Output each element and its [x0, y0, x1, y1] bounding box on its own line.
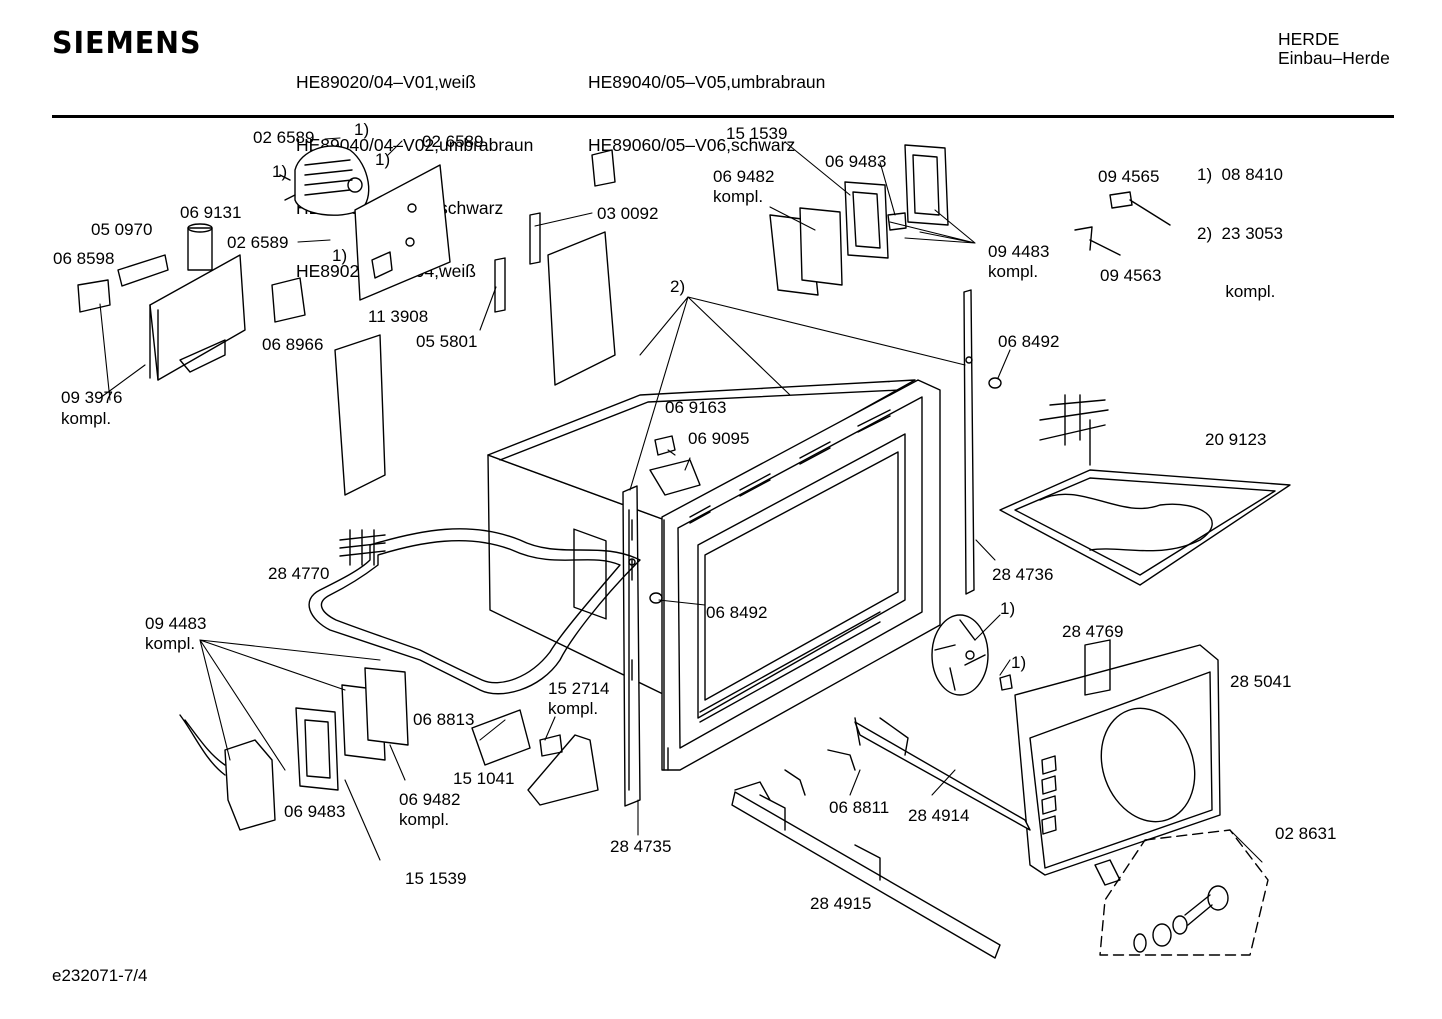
model-line: HE89040/05–V05,umbrabraun [588, 72, 826, 92]
model-line: HE89040/04–V02,umbrabraun [296, 135, 534, 155]
rear-plate [354, 164, 451, 301]
footnote-1: 1) 08 8410 [1197, 165, 1284, 184]
door-window-parts-top [769, 144, 949, 296]
part-label: 06 9131 [180, 203, 242, 222]
subcategory: Einbau–Herde [1278, 48, 1390, 68]
part-label: 05 0970 [91, 220, 153, 239]
part-label: 15 2714 [548, 679, 610, 698]
fan-wheel [931, 614, 1013, 696]
part-label-suffix: kompl. [548, 699, 599, 718]
part-label: 06 8966 [262, 335, 324, 354]
part-label: 05 5801 [416, 332, 478, 351]
top-grill [999, 394, 1291, 586]
part-label-suffix: kompl. [145, 634, 196, 653]
part-label: 06 9163 [665, 398, 727, 417]
leader-lines [99, 137, 1263, 863]
part-label: 02 6589 [253, 128, 315, 147]
part-label: 06 9095 [688, 429, 750, 448]
switch-parts [471, 709, 599, 806]
part-label: 15 1539 [405, 869, 467, 888]
control-bracket [149, 254, 246, 381]
part-label: 06 8811 [829, 798, 890, 817]
part-label: 28 4769 [1062, 622, 1124, 641]
part-label: 06 9482 [713, 167, 775, 186]
part-label: 09 4565 [1098, 167, 1160, 186]
document-id: e232071-7/4 [52, 966, 148, 985]
part-label: 06 9483 [284, 802, 346, 821]
small-components [77, 149, 616, 496]
footnote-ref: 1) [375, 150, 391, 169]
part-label: 09 4483 [988, 242, 1050, 261]
fan-motor [279, 145, 370, 216]
footnote-2: 2) 23 3053 [1197, 223, 1284, 243]
oven-front-frame [661, 379, 941, 771]
part-label: 11 3908 [368, 307, 429, 326]
part-label: 09 4563 [1100, 266, 1162, 285]
part-label: 02 6589 [422, 132, 484, 151]
part-label-suffix: kompl. [713, 187, 764, 206]
part-label: 28 5041 [1230, 672, 1292, 691]
part-label: 28 4735 [610, 837, 672, 856]
rear-fan-cover [1014, 639, 1221, 876]
side-strip-right [963, 289, 975, 595]
header-rule [52, 115, 1394, 118]
part-label: 28 4915 [810, 894, 872, 913]
model-line: HE89060/05–V06,schwarz [588, 135, 796, 155]
footnote-ref: 2) [670, 277, 686, 296]
part-label-suffix: kompl. [399, 810, 450, 829]
part-label-suffix: kompl. [988, 262, 1039, 281]
part-label: 06 8813 [413, 710, 475, 729]
part-label: 06 8492 [706, 603, 768, 622]
part-label: 15 1041 [453, 769, 515, 788]
part-label: 06 8492 [998, 332, 1060, 351]
part-label: 28 4736 [992, 565, 1054, 584]
category: HERDE [1278, 29, 1340, 49]
oven-muffle [487, 379, 916, 696]
footnote-ref: 1) [1000, 599, 1016, 618]
part-label: 03 0092 [597, 204, 659, 223]
footnote-ref: 1) [272, 162, 288, 181]
part-label: 06 9483 [825, 152, 887, 171]
side-strip-left [622, 485, 641, 807]
footnote-3: kompl. [1197, 282, 1276, 301]
footnote-ref: 1) [332, 246, 348, 265]
shelf-rails [731, 717, 1031, 959]
part-label: 28 4914 [908, 806, 970, 825]
bottom-heater [308, 528, 641, 695]
part-label: 02 8631 [1275, 824, 1337, 843]
part-label: 02 6589 [227, 233, 289, 252]
footnote-legend: 1) 08 8410 2) 23 3053 kompl. [1197, 126, 1283, 321]
part-label: 28 4770 [268, 564, 330, 583]
part-label: 06 8598 [53, 249, 115, 268]
part-label: 15 1539 [726, 124, 788, 143]
lamp-assembly [179, 667, 409, 831]
footnote-ref: 1) [354, 120, 370, 139]
brand-logo: SIEMENS [52, 26, 202, 61]
part-label-suffix: kompl. [61, 409, 112, 428]
part-label: 09 4483 [145, 614, 207, 633]
model-line: HE89020/04–V01,weiß [296, 72, 476, 92]
footnote-ref: 1) [1011, 653, 1027, 672]
thermostat-switch [649, 191, 1171, 604]
part-label: 09 3976 [61, 388, 123, 407]
part-label: 20 9123 [1205, 430, 1267, 449]
category-block: HERDE Einbau–Herde [1278, 30, 1390, 68]
part-label: 06 9482 [399, 790, 461, 809]
model-list-right: HE89040/05–V05,umbrabraun HE89060/05–V06… [588, 30, 825, 177]
